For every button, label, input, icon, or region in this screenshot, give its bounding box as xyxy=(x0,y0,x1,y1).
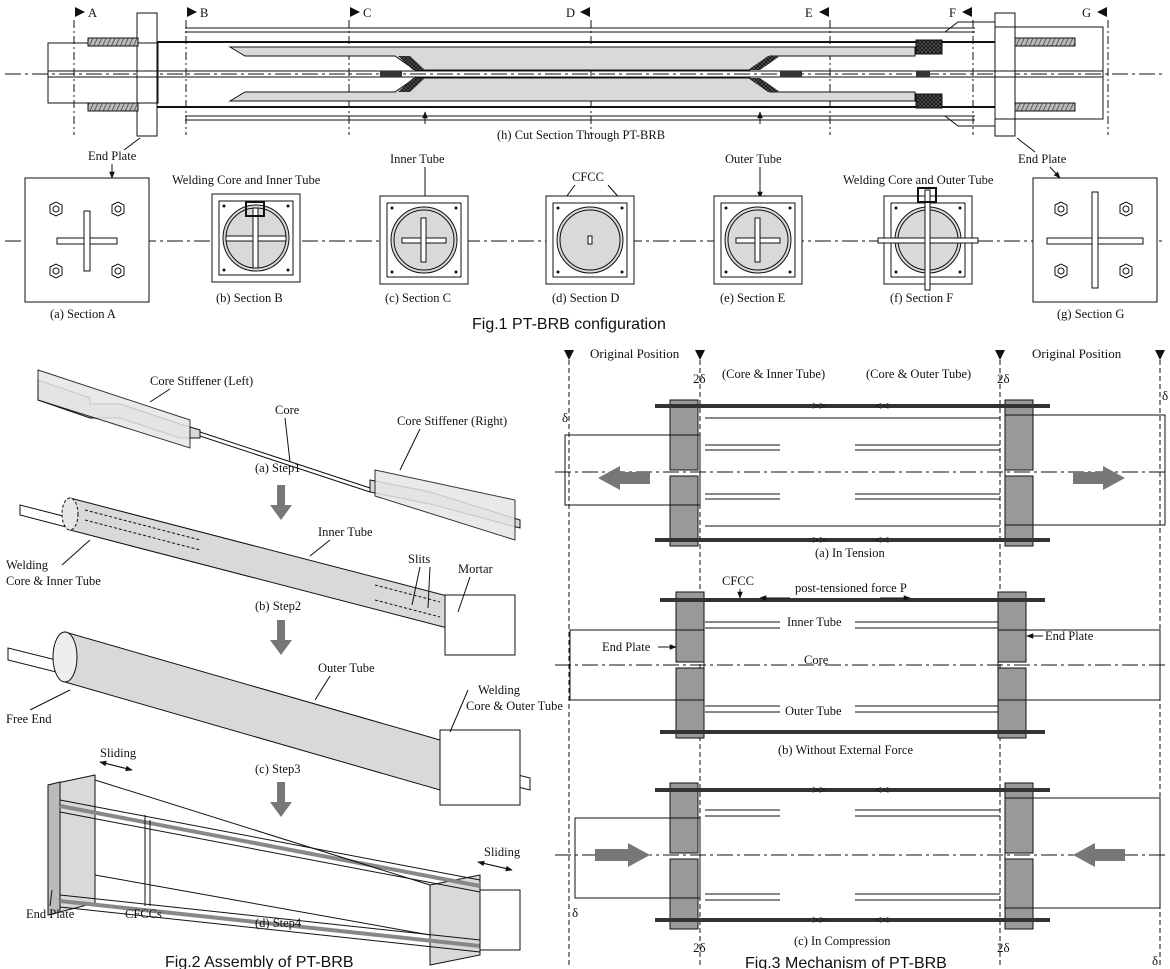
step1-label: (a) Step1 xyxy=(255,461,300,475)
section-d: (d) Section D xyxy=(545,195,635,305)
cut-marker-d: D xyxy=(566,6,592,135)
cfccs-label: CFCCs xyxy=(125,907,162,921)
step4-label: (d) Step4 xyxy=(255,916,302,930)
svg-text:>>: >> xyxy=(812,913,826,927)
end-plate-right-label: End Plate xyxy=(1018,152,1067,166)
inner-tube-label-2: Inner Tube xyxy=(318,525,373,539)
svg-text:A: A xyxy=(88,6,97,20)
two-delta-top-left: 2δ xyxy=(693,371,706,386)
svg-text:B: B xyxy=(200,6,208,20)
outer-tube-label-3: Outer Tube xyxy=(785,704,842,718)
stiffener-right-label: Core Stiffener (Right) xyxy=(397,414,507,428)
svg-text:(h) Cut Section Through PT-BRB: (h) Cut Section Through PT-BRB xyxy=(497,128,665,142)
inner-tube-label-3: Inner Tube xyxy=(787,615,842,629)
two-delta-bottom-right: 2δ xyxy=(997,940,1010,955)
mortar-label: Mortar xyxy=(458,562,494,576)
svg-text:<<: << xyxy=(875,783,889,797)
svg-text:>>: >> xyxy=(812,533,826,547)
cut-marker-c: C xyxy=(348,6,371,135)
svg-text:E: E xyxy=(805,6,813,20)
delta-right-c: δ xyxy=(1152,953,1158,968)
weld-outer-label: Welding Core and Outer Tube xyxy=(843,173,994,187)
svg-text:<<: << xyxy=(875,533,889,547)
weld2-label-a: Welding xyxy=(478,683,521,697)
two-delta-bottom-left: 2δ xyxy=(693,940,706,955)
svg-text:(g) Section G: (g) Section G xyxy=(1057,307,1124,321)
weld2-label-b: Core & Outer Tube xyxy=(466,699,563,713)
section-g: (g) Section G xyxy=(1032,177,1158,321)
end-plate-right-label-3: End Plate xyxy=(1045,629,1094,643)
fig3-mechanism: Original Position Original Position 2δ 2… xyxy=(555,346,1168,969)
sliding-right-label: Sliding xyxy=(484,845,521,859)
svg-text:(a) Section A: (a) Section A xyxy=(50,307,116,321)
without-force-label: (b) Without External Force xyxy=(778,743,913,757)
core-label: Core xyxy=(275,403,300,417)
cut-marker-e: E xyxy=(805,6,831,135)
end-plate-left-label-3: End Plate xyxy=(602,640,651,654)
outer-tube-label-2: Outer Tube xyxy=(318,661,375,675)
weld-inner-label: Welding Core and Inner Tube xyxy=(172,173,321,187)
delta-right-a: δ xyxy=(1162,388,1168,403)
svg-text:(d) Section D: (d) Section D xyxy=(552,291,619,305)
fig1-cut-section: A B C D E F G xyxy=(5,6,1165,142)
cfcc-label-3: CFCC xyxy=(722,574,754,588)
slits-label: Slits xyxy=(408,552,430,566)
two-delta-top-right: 2δ xyxy=(997,371,1010,386)
core-label-3: Core xyxy=(804,653,829,667)
svg-text:(c) Section C: (c) Section C xyxy=(385,291,451,305)
delta-left-c: δ xyxy=(572,905,578,920)
cut-marker-b: B xyxy=(185,6,208,135)
svg-text:(f) Section F: (f) Section F xyxy=(890,291,953,305)
svg-text:>>: >> xyxy=(812,783,826,797)
svg-text:C: C xyxy=(363,6,371,20)
core-inner-label: (Core & Inner Tube) xyxy=(722,367,825,381)
cut-marker-a: A xyxy=(73,6,97,135)
end-plate-label-2: End Plate xyxy=(26,907,75,921)
cut-marker-g: G xyxy=(1082,6,1109,135)
fig2-assembly: Core Stiffener (Left) Core Core Stiffene… xyxy=(6,369,563,969)
core-outer-label: (Core & Outer Tube) xyxy=(866,367,971,381)
svg-text:F: F xyxy=(949,6,956,20)
weld1-label-b: Core & Inner Tube xyxy=(6,574,101,588)
step3-label: (c) Step3 xyxy=(255,762,300,776)
svg-text:>>: >> xyxy=(812,399,826,413)
inner-tube-label: Inner Tube xyxy=(390,152,445,166)
in-tension-label: (a) In Tension xyxy=(815,546,885,560)
fig3-caption: Fig.3 Mechanism of PT-BRB xyxy=(745,955,947,969)
cfcc-label: CFCC xyxy=(572,170,604,184)
svg-text:<<: << xyxy=(875,399,889,413)
stiffener-left-label: Core Stiffener (Left) xyxy=(150,374,253,388)
section-a: (a) Section A xyxy=(24,177,150,321)
pt-force-label: post-tensioned force P xyxy=(795,581,907,595)
orig-right-label: Original Position xyxy=(1032,346,1122,361)
section-f: (f) Section F xyxy=(877,187,979,305)
sliding-left-label: Sliding xyxy=(100,746,137,760)
outer-tube-label: Outer Tube xyxy=(725,152,782,166)
in-compression-label: (c) In Compression xyxy=(794,934,891,948)
free-end-label: Free End xyxy=(6,712,52,726)
svg-text:D: D xyxy=(566,6,575,20)
delta-left-a: δ xyxy=(562,410,568,425)
end-plate-left-label: End Plate xyxy=(88,149,137,163)
weld1-label-a: Welding xyxy=(6,558,49,572)
step2-label: (b) Step2 xyxy=(255,599,301,613)
section-e: (e) Section E xyxy=(713,195,803,305)
fig1-caption: Fig.1 PT-BRB configuration xyxy=(472,316,666,333)
cut-marker-f: F xyxy=(949,6,974,135)
svg-text:G: G xyxy=(1082,6,1091,20)
svg-text:<<: << xyxy=(875,913,889,927)
svg-text:(b) Section B: (b) Section B xyxy=(216,291,283,305)
orig-left-label: Original Position xyxy=(590,346,680,361)
section-c: (c) Section C xyxy=(379,195,469,305)
fig2-caption: Fig.2 Assembly of PT-BRB xyxy=(165,954,354,969)
svg-text:(e) Section E: (e) Section E xyxy=(720,291,786,305)
section-b: (b) Section B xyxy=(211,193,301,305)
